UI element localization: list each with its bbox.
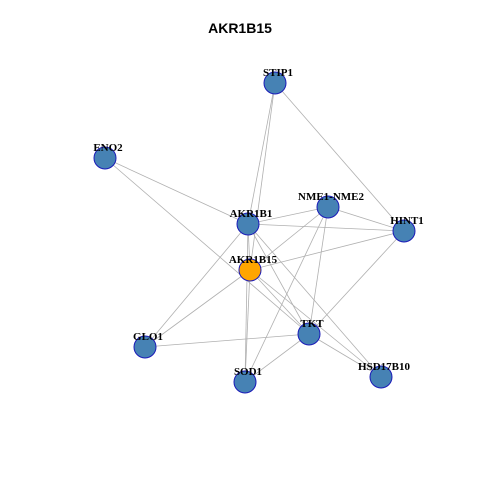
node-label: SOD1 [234,366,262,378]
edge-nme1-nme2-hint1 [327,206,405,232]
edge-nme1-nme2-tkt [308,206,329,335]
node-nme1-nme2: NME1-NME2 [298,191,364,219]
edge-akr1b1-tkt [247,223,310,335]
edge-akr1b1-sod1 [244,223,249,383]
node-circle [263,71,287,95]
node-circle [233,370,257,394]
edge-hint1-tkt [308,230,405,335]
node-eno2: ENO2 [93,142,123,170]
edge-tkt-sod1 [244,333,310,383]
edge-stip1-akr1b1 [247,82,276,225]
node-circle [238,258,262,282]
node-circle [133,335,157,359]
edge-layer [104,82,405,383]
node-tkt: TKT [297,318,324,346]
node-label: TKT [300,318,324,330]
page-title: AKR1B15 [208,20,272,36]
edge-akr1b1-hint1 [247,223,405,232]
node-sod1: SOD1 [233,366,262,394]
node-label: NME1-NME2 [298,191,364,203]
edge-akr1b1-hsd17b10 [247,223,382,378]
edge-akr1b1-glo1 [144,223,249,348]
edge-akr1b15-tkt [249,269,310,335]
node-label: STIP1 [263,67,293,79]
edge-nme1-nme2-sod1 [244,206,329,383]
node-label: GLO1 [133,331,163,343]
node-circle [369,365,393,389]
node-circle [392,219,416,243]
node-label: AKR1B15 [229,254,278,266]
node-label: HINT1 [390,215,424,227]
node-circle [316,195,340,219]
edge-tkt-hsd17b10 [308,333,382,378]
node-label: AKR1B1 [230,208,273,220]
edge-akr1b15-sod1 [244,269,251,383]
node-glo1: GLO1 [133,331,163,359]
edge-akr1b15-glo1 [144,269,251,348]
node-akr1b1: AKR1B1 [230,208,273,236]
edge-eno2-akr1b1 [104,157,249,225]
edge-akr1b15-hsd17b10 [249,269,382,378]
edge-stip1-hint1 [274,82,405,232]
node-label: ENO2 [93,142,123,154]
node-circle [297,322,321,346]
node-hint1: HINT1 [390,215,424,243]
edge-nme1-nme2-akr1b1 [247,206,329,225]
node-stip1: STIP1 [263,67,293,95]
edge-eno2-tkt [104,157,310,335]
edge-tkt-glo1 [144,333,310,348]
node-circle [93,146,117,170]
node-label: HSD17B10 [358,361,410,373]
edge-akr1b15-hint1 [249,230,405,271]
node-akr1b15: AKR1B15 [229,254,278,282]
edge-stip1-akr1b15 [249,82,276,271]
node-hsd17b10: HSD17B10 [358,361,410,389]
edge-nme1-nme2-akr1b15 [249,206,329,271]
node-circle [236,212,260,236]
